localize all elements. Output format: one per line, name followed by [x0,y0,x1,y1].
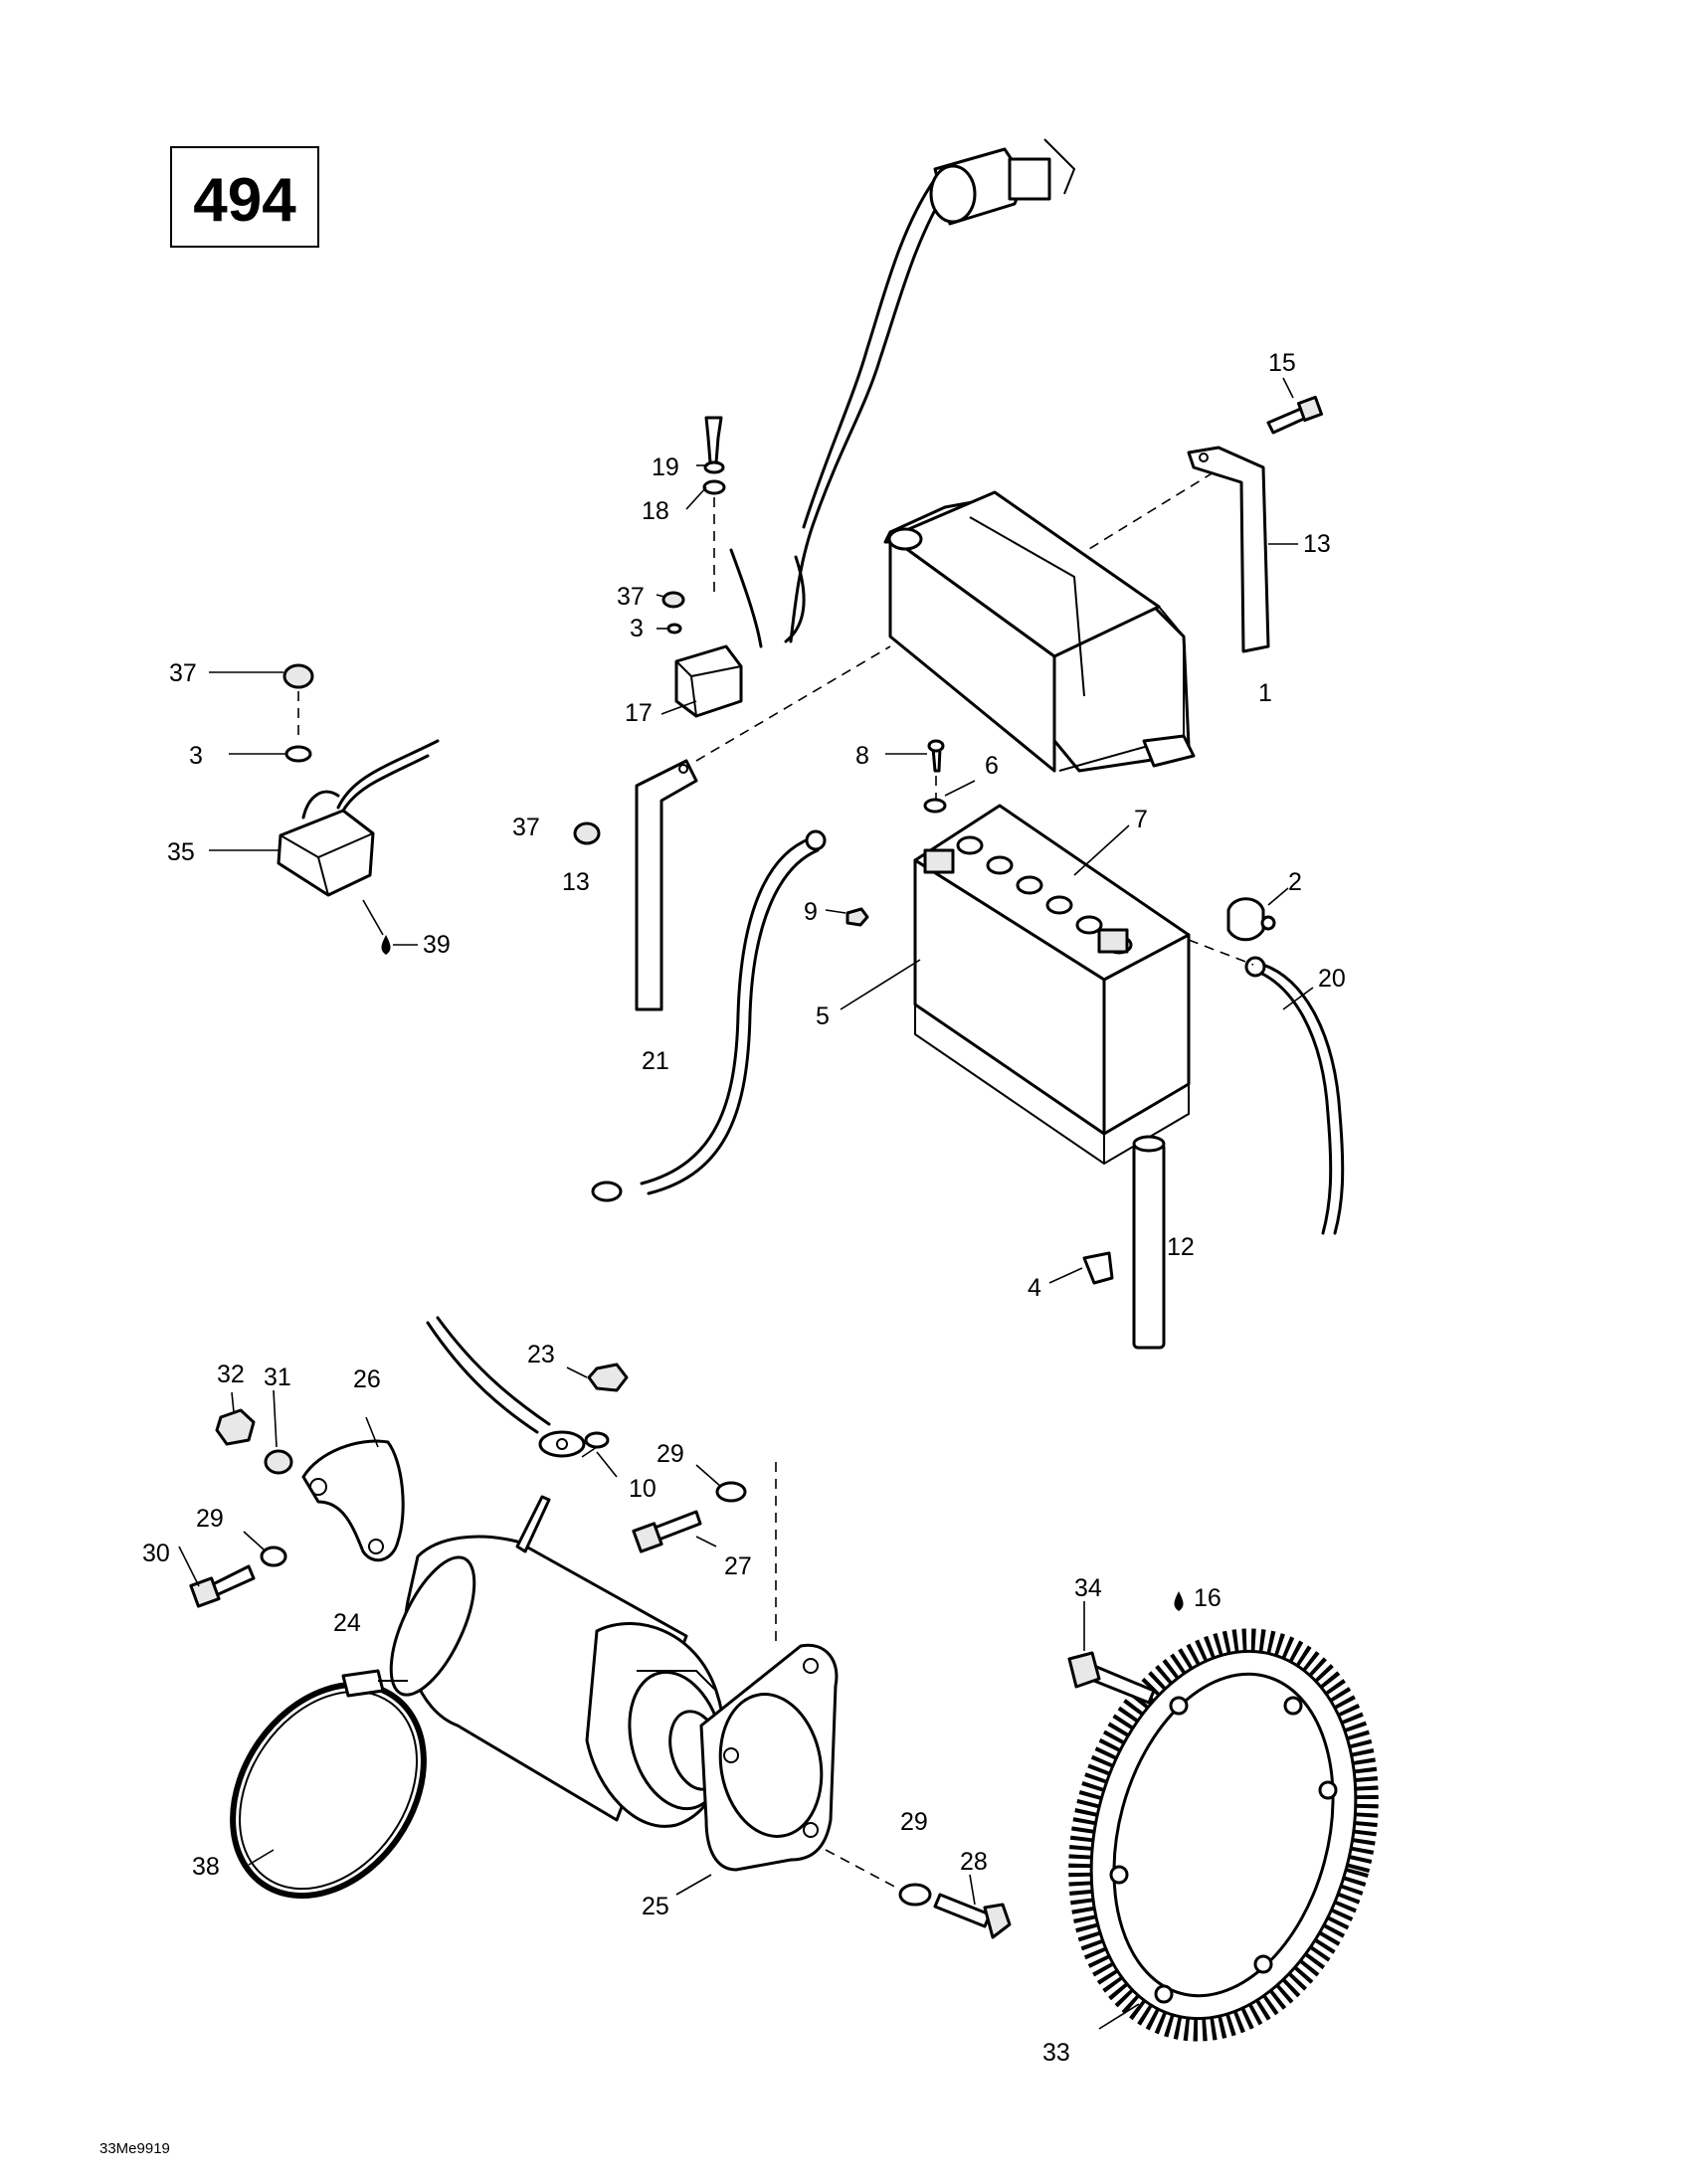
battery [913,804,1191,1166]
callout-labels: 1 2 3 3 4 5 6 7 8 9 10 12 13 13 15 16 17… [142,349,1346,2067]
strap-right [1187,446,1270,653]
callout-38: 38 [192,1853,220,1881]
callout-33: 33 [1042,2039,1070,2067]
callout-9: 9 [804,898,818,926]
callout-7: 7 [1134,806,1148,833]
callout-6: 6 [985,752,999,780]
cable-positive [1244,956,1345,1235]
callout-17: 17 [625,699,653,727]
flange-bolt [898,1883,1012,1939]
starter-motor [389,1495,727,1828]
callout-29: 29 [900,1808,928,1836]
callout-13: 13 [1303,530,1331,558]
starter-cable [426,1316,586,1458]
callout-12: 12 [1167,1233,1195,1261]
callout-25: 25 [642,1893,669,1920]
strap-left [635,759,698,1011]
relay-hardware [661,416,726,635]
callout-34: 34 [1074,1574,1102,1602]
tube-clip [1082,1251,1114,1285]
hose-clamp [230,1669,427,1900]
callout-37: 37 [512,814,540,841]
callout-37: 37 [617,583,645,611]
starter-hardware [189,1363,747,1608]
callout-4: 4 [1028,1274,1041,1302]
callout-27: 27 [724,1552,752,1580]
relay [674,644,743,718]
callout-28: 28 [960,1848,988,1876]
callout-24: 24 [333,1609,361,1637]
callout-2: 2 [1288,868,1302,896]
battery-box-cover [883,490,1196,773]
drawing-code: 33Me9919 [99,2140,170,2157]
page-number: 494 [193,166,296,235]
callout-37: 37 [169,659,197,687]
callout-15: 15 [1268,349,1296,377]
callout-39: 39 [423,931,451,959]
callout-10: 10 [629,1475,657,1503]
ring-gear [1068,1628,1379,2042]
page-number-box: 494 [170,146,319,248]
callout-19: 19 [652,454,679,481]
starter-flange [699,1643,839,1872]
relay-wires [729,548,806,648]
callout-1: 1 [1258,679,1272,707]
thread-locker-drop-39 [381,935,391,955]
starter-bracket [301,1439,405,1562]
callout-21: 21 [642,1047,669,1075]
callout-3: 3 [630,615,644,642]
callout-8: 8 [855,742,869,770]
thread-locker-drop-16 [1174,1591,1184,1611]
callout-35: 35 [167,838,195,866]
callout-23: 23 [527,1341,555,1368]
alignment-lines [297,471,1254,1891]
callout-5: 5 [816,1002,830,1030]
callout-31: 31 [264,1364,291,1391]
callout-16: 16 [1194,1584,1221,1612]
callout-3: 3 [189,742,203,770]
callout-32: 32 [217,1361,245,1388]
ring-gear-bolt [1067,1651,1156,1705]
callout-13: 13 [562,868,590,896]
callout-18: 18 [642,497,669,525]
callout-20: 20 [1318,965,1346,993]
callout-30: 30 [142,1540,170,1567]
terminal-cap [1226,897,1276,942]
vent-tube [1132,1135,1166,1350]
callout-26: 26 [353,1365,381,1393]
voltage-regulator [277,663,440,897]
leader-lines [178,377,1314,2030]
callout-29: 29 [657,1440,684,1468]
battery-hardware [573,395,1324,927]
cable-negative [591,829,827,1202]
callout-29: 29 [196,1505,224,1533]
